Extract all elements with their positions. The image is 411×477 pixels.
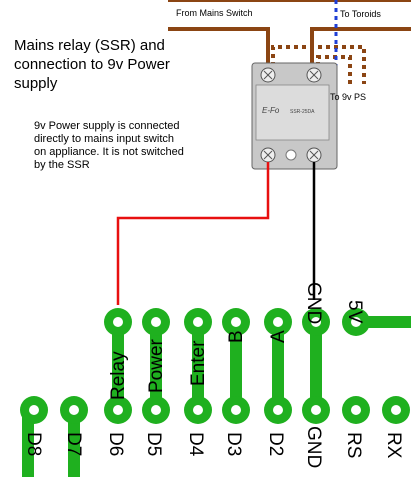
pin-label-d3: D3 [223, 432, 244, 456]
diagram-title: Mains relay (SSR) and connection to 9v P… [14, 37, 170, 92]
pin-label-gnd-top: GND [303, 282, 324, 324]
header-bottom-holes [29, 405, 401, 415]
pin-label-b: B [226, 330, 247, 343]
relay-mount-hole [285, 149, 297, 161]
red-wire [116, 162, 270, 305]
ps-wire-outer [271, 45, 366, 84]
pin-label-gnd-bottom: GND [303, 426, 324, 468]
pin-label-d8: D8 [23, 432, 44, 456]
pin-label-d6: D6 [105, 432, 126, 456]
pin-label-enter: Enter [188, 340, 209, 386]
pin-label-rs: RS [343, 432, 364, 458]
pin-label-d7: D7 [63, 432, 84, 456]
pin-label-power: Power [146, 338, 167, 393]
pin-label-a: A [268, 330, 289, 343]
ssr-relay: E-Fo SSR-25DA [251, 62, 338, 170]
mains-wire-right [310, 27, 411, 66]
ps-wire-inner [316, 55, 352, 84]
label-to-toroids: To Toroids [340, 9, 381, 19]
relay-model: SSR-25DA [290, 109, 315, 115]
pin-label-d4: D4 [185, 432, 206, 457]
pin-label-rx: RX [383, 432, 404, 459]
pin-label-relay: Relay [108, 351, 129, 400]
label-to-9v-ps: To 9v PS [330, 92, 367, 102]
header-top-holes [113, 317, 361, 327]
relay-brand: E-Fo [262, 106, 280, 115]
pin-label-d2: D2 [265, 432, 286, 456]
pin-label-5v: 5V [344, 300, 365, 324]
power-supply-note: 9v Power supply is connected directly to… [34, 120, 184, 171]
label-from-mains-switch: From Mains Switch [176, 8, 253, 18]
mains-wire-left [168, 27, 270, 66]
pin-label-d5: D5 [143, 432, 164, 456]
